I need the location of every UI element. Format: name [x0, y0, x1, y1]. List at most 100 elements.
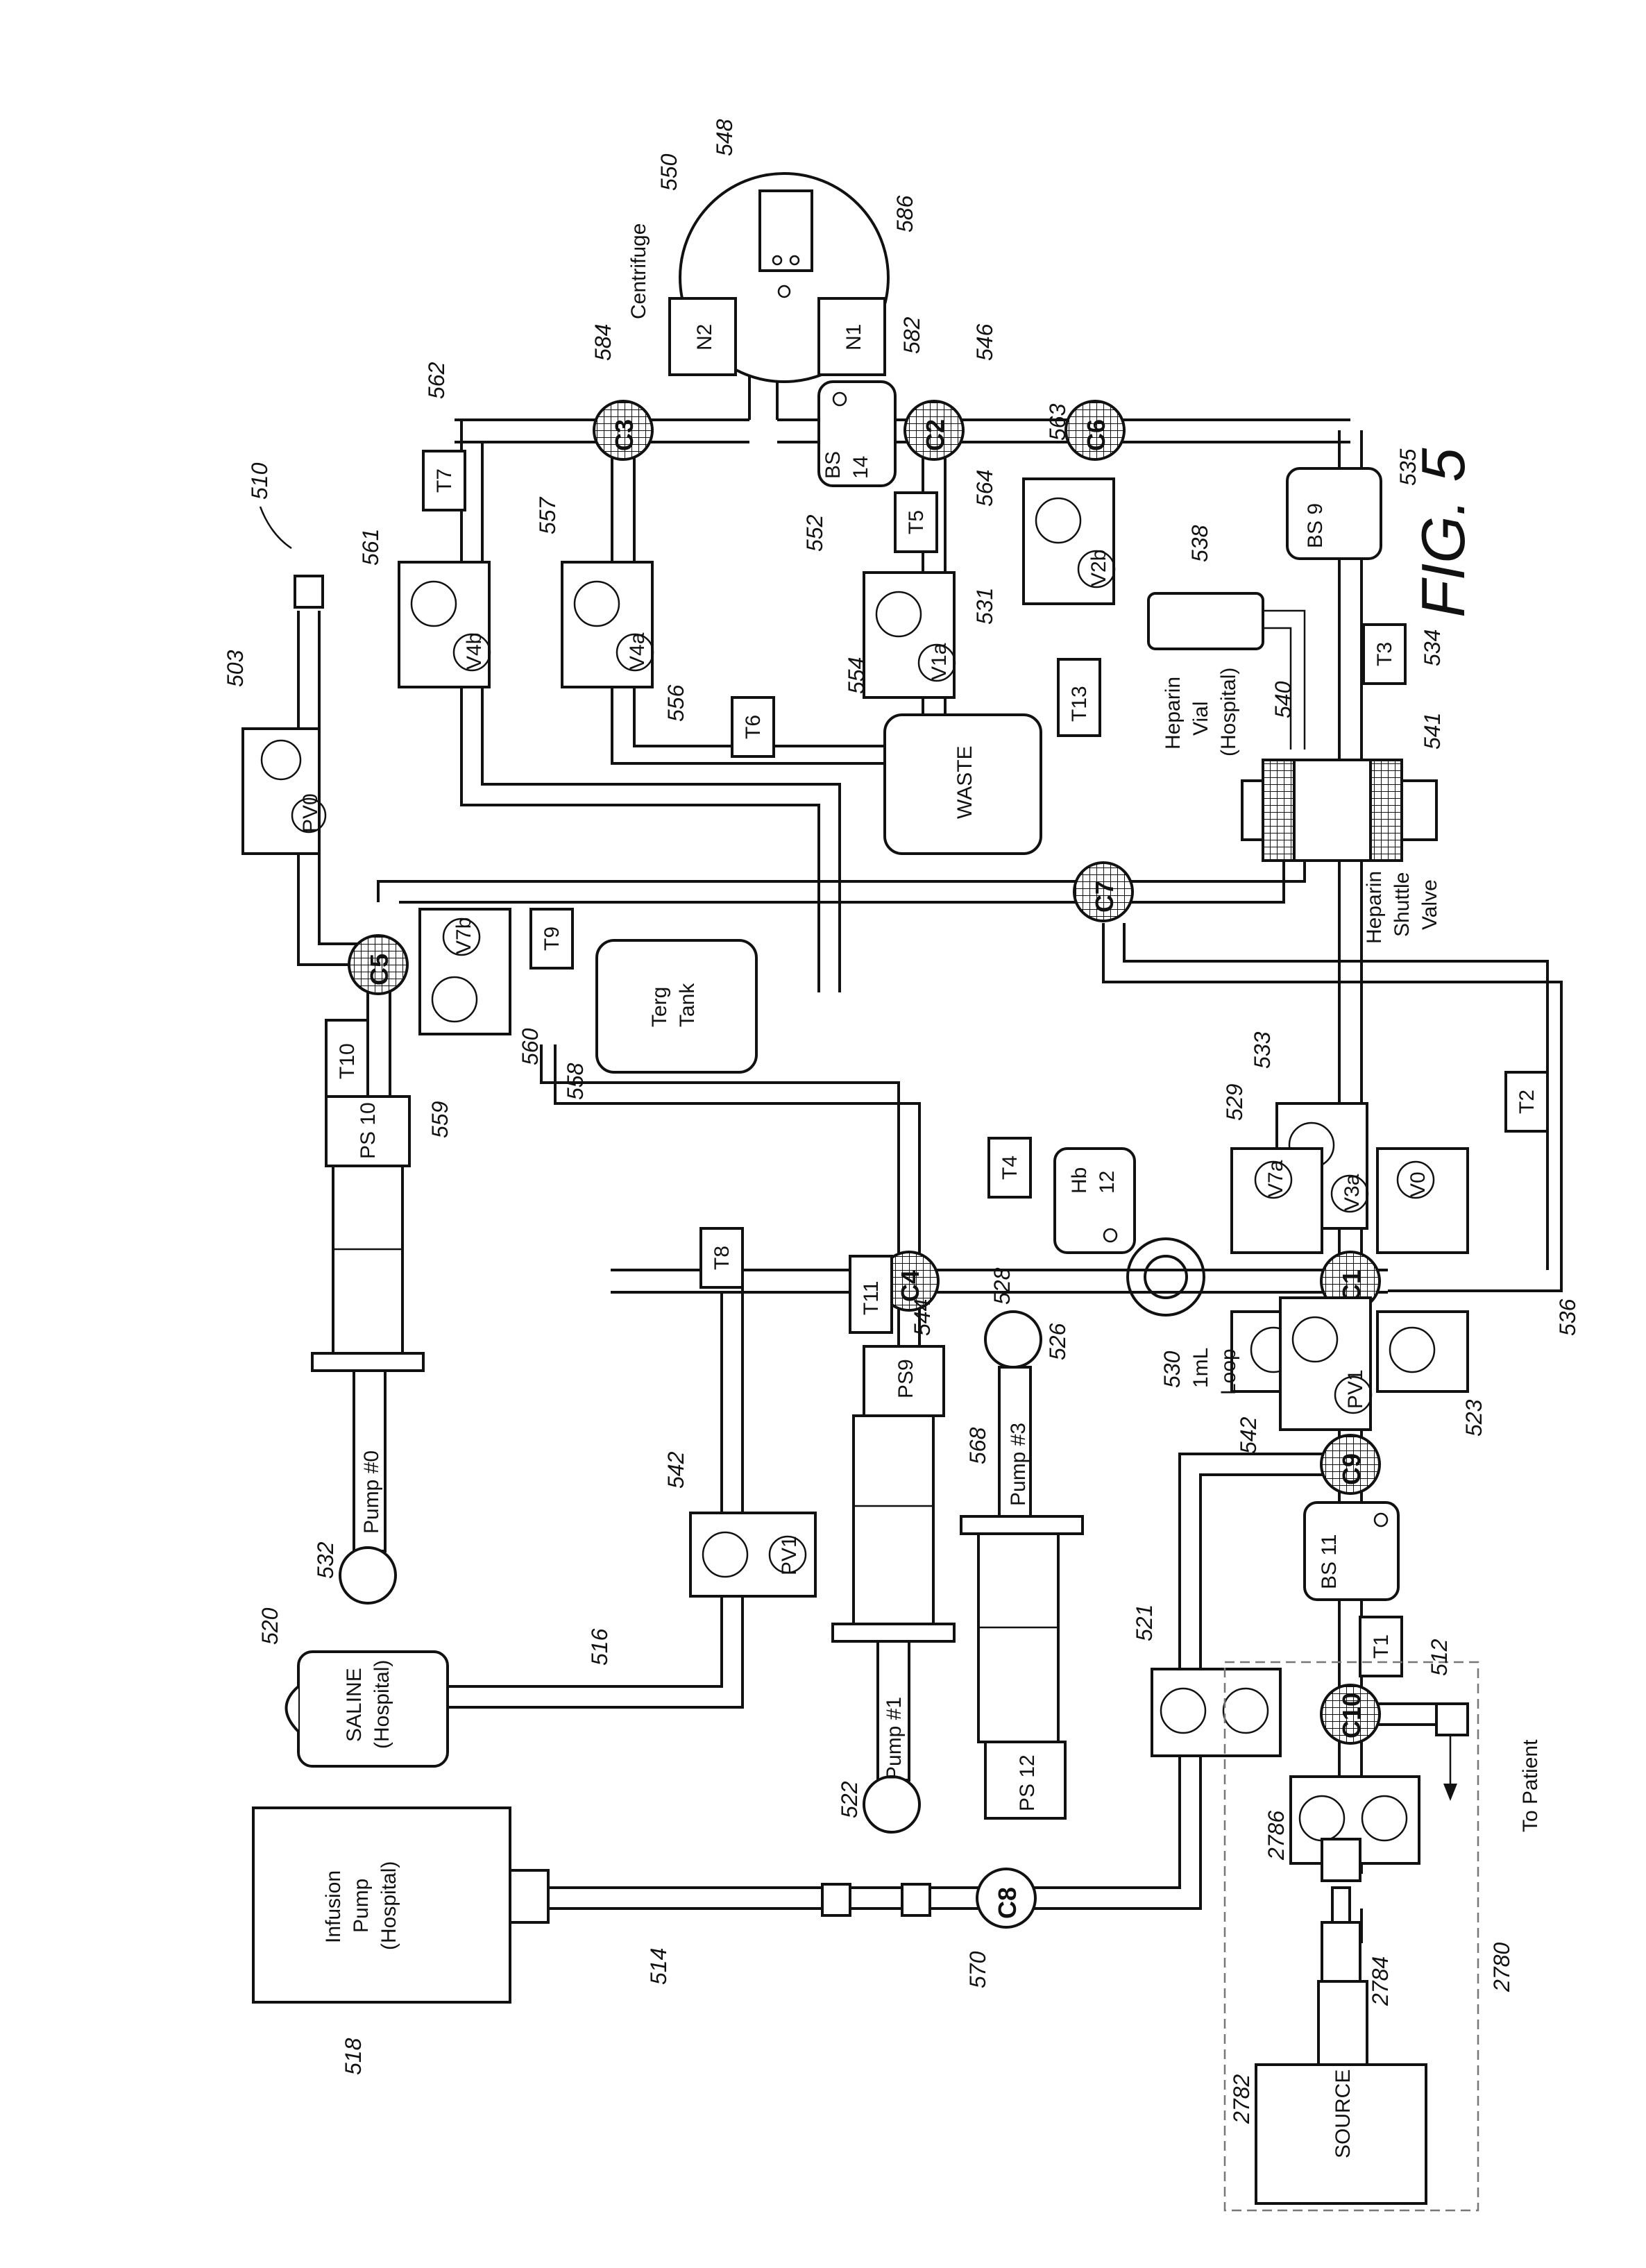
- ref-533: 533: [1250, 1031, 1275, 1069]
- ref-558: 558: [563, 1063, 588, 1100]
- v7a-label: V7a: [1264, 1160, 1287, 1197]
- valve-pv1: PV1 542: [663, 1451, 815, 1596]
- infusion-label-b: Pump: [350, 1879, 373, 1933]
- ref-522: 522: [837, 1781, 862, 1818]
- ref-521: 521: [1132, 1605, 1157, 1641]
- valve-v1a: V0 523: [1377, 1149, 1486, 1437]
- ref-568: 568: [965, 1427, 990, 1464]
- infusion-pump: Infusion Pump (Hospital) 518 514: [253, 1808, 930, 2075]
- t9-label: T9: [541, 926, 563, 951]
- connector-c5: C5: [349, 936, 407, 994]
- heparin-vial: Heparin Vial (Hospital) 538 540: [1148, 525, 1305, 756]
- ref-530: 530: [1160, 1351, 1185, 1388]
- heparin-valve-c: Valve: [1418, 879, 1441, 930]
- ref-2780: 2780: [1489, 1943, 1514, 1992]
- loop-label-b: Loop: [1217, 1348, 1240, 1395]
- pump3-label: Pump #3: [1007, 1423, 1030, 1506]
- v2b-label: V1a: [928, 643, 951, 680]
- ref-503: 503: [223, 650, 248, 687]
- c2-label: C2: [921, 419, 949, 451]
- c6-label: C6: [1082, 419, 1110, 451]
- t11-label: T11: [860, 1281, 883, 1315]
- t7-label: T7: [433, 468, 456, 493]
- ref-562: 562: [424, 362, 449, 399]
- ref-538: 538: [1187, 525, 1212, 562]
- hb12-label-a: Hb: [1068, 1167, 1091, 1194]
- v4b-label: V4b: [463, 633, 486, 670]
- sensor-hb12: Hb 12 526: [1045, 1149, 1135, 1360]
- bs14-label-a: BS: [822, 451, 845, 479]
- pump-3: Pump #3 568: [961, 1312, 1083, 1742]
- c10-label: C10: [1337, 1693, 1366, 1738]
- t4-label: T4: [999, 1156, 1021, 1180]
- connector-c9: C9: [1321, 1435, 1380, 1493]
- n1-label: N1: [842, 324, 865, 350]
- patient-label: To Patient: [1519, 1739, 1542, 1832]
- ref-510-arrow: [260, 507, 291, 548]
- ref-531: 523: [1461, 1399, 1486, 1437]
- heparin-valve-b: Shuttle: [1391, 872, 1414, 937]
- terg-label-a: Terg: [648, 987, 671, 1027]
- ref-523: 542: [1236, 1416, 1261, 1454]
- ref-518: 518: [341, 2038, 366, 2075]
- pressure-sensor-ps12: PS 12: [985, 1742, 1065, 1818]
- ref-529: 529: [1222, 1083, 1247, 1121]
- c7-label: C7: [1090, 881, 1119, 913]
- ref-540: 540: [1271, 681, 1296, 718]
- ref-560: 560: [518, 1028, 543, 1065]
- ref-532: 532: [313, 1541, 338, 1579]
- ref-2782: 2782: [1229, 2074, 1254, 2124]
- bs14-label-b: 14: [849, 456, 872, 479]
- pressure-sensor-ps9: PS9: [864, 1346, 944, 1416]
- sensor-bs9: BS 9 535: [1287, 448, 1420, 559]
- ref-510: 510: [247, 462, 272, 500]
- ref-554: 554: [844, 657, 869, 694]
- n2-label: N2: [693, 324, 716, 350]
- pump1-label: Pump #1: [883, 1697, 906, 1780]
- pump0-label: Pump #0: [360, 1450, 383, 1534]
- centrifuge-label: Centrifuge: [627, 223, 650, 319]
- heparin-valve-a: Heparin: [1363, 871, 1386, 944]
- ref-559: 559: [427, 1101, 452, 1138]
- ref-550: 550: [656, 153, 681, 191]
- sensor-bs11: BS 11: [1305, 1503, 1398, 1600]
- c4-label: C4: [896, 1270, 924, 1302]
- pv1-label: PV1: [778, 1536, 801, 1575]
- bs11-label: BS 11: [1318, 1534, 1341, 1590]
- heparin-vial-b: Vial: [1189, 702, 1212, 736]
- ref-534: 534: [1420, 629, 1445, 666]
- saline-label: SALINE: [343, 1668, 366, 1742]
- connector-c10: C10: [1321, 1685, 1380, 1743]
- heparin-shuttle-valve: Heparin Shuttle Valve 541 534: [1242, 629, 1445, 944]
- sensor-bs14: BS 14 552: [802, 382, 895, 552]
- waste-label: WASTE: [953, 745, 976, 819]
- ref-2784: 2784: [1368, 1956, 1393, 2006]
- pump-0: Pump #0 532: [312, 1166, 423, 1603]
- c9-label: C9: [1337, 1453, 1366, 1485]
- ref-542: 542: [663, 1451, 688, 1489]
- ref-514: 514: [646, 1948, 671, 1985]
- saline-sublabel: (Hospital): [371, 1660, 393, 1749]
- ref-586: 586: [892, 195, 917, 232]
- ref-556: 556: [663, 684, 688, 722]
- t5-label: T5: [905, 510, 928, 534]
- t3-label: T3: [1373, 642, 1396, 666]
- ref-564: 564: [972, 470, 997, 507]
- ref-561: 561: [358, 529, 383, 566]
- terg-label-b: Tank: [676, 983, 699, 1027]
- valve-pv0: PV0 503: [223, 576, 325, 854]
- heparin-vial-a: Heparin: [1162, 677, 1185, 750]
- ref-516: 516: [587, 1628, 612, 1666]
- heparin-vial-c: (Hospital): [1217, 668, 1240, 756]
- patient-connection: To Patient 512: [1427, 1639, 1542, 1832]
- hb12-label-b: 12: [1096, 1171, 1119, 1194]
- valve-521: 521: [1132, 1605, 1280, 1756]
- ref-563: 531: [972, 588, 997, 625]
- pv0-label: PV0: [299, 793, 322, 833]
- c5-label: C5: [365, 954, 393, 985]
- ref-557: 557: [535, 496, 560, 534]
- ref-552: 552: [802, 514, 827, 552]
- ref-512: 512: [1427, 1639, 1452, 1676]
- ref-536: 536: [1555, 1298, 1580, 1336]
